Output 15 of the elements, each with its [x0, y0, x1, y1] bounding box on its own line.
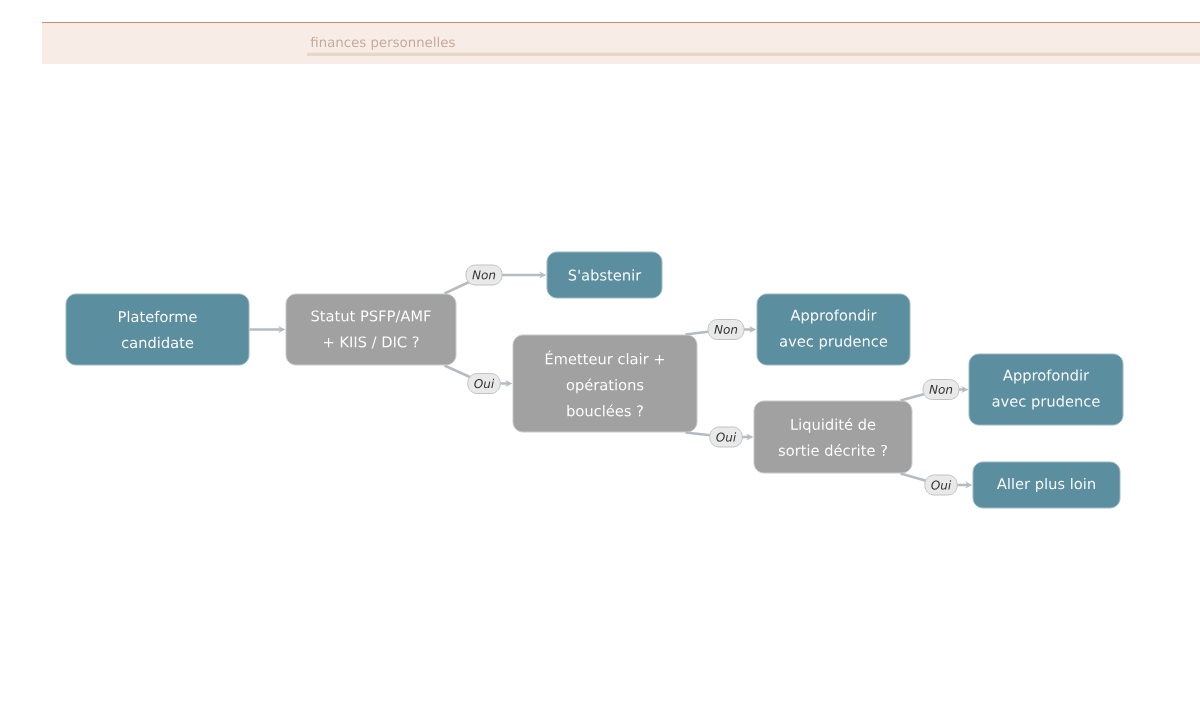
- outcome-box: Approfondir avec prudence: [756, 293, 911, 366]
- edge-label: Non: [465, 264, 503, 286]
- edge-label: Non: [922, 379, 960, 400]
- edge-label: Oui: [709, 426, 743, 448]
- outcome-box: Approfondir avec prudence: [968, 353, 1124, 426]
- edge-label: Oui: [924, 474, 958, 496]
- decision-box: Liquidité de sortie décrite ?: [753, 400, 913, 474]
- outcome-box: S'abstenir: [546, 251, 663, 299]
- outcome-box: Aller plus loin: [972, 461, 1121, 509]
- decision-box: Émetteur clair + opérations bouclées ?: [512, 334, 698, 433]
- edge-label: Non: [707, 319, 745, 340]
- decision-box: Statut PSFP/AMF + KIIS / DIC ?: [285, 293, 457, 366]
- tagline: finances personnelles: [310, 36, 455, 50]
- edge-label: Oui: [467, 373, 501, 394]
- outcome-box: Plateforme candidate: [65, 293, 250, 366]
